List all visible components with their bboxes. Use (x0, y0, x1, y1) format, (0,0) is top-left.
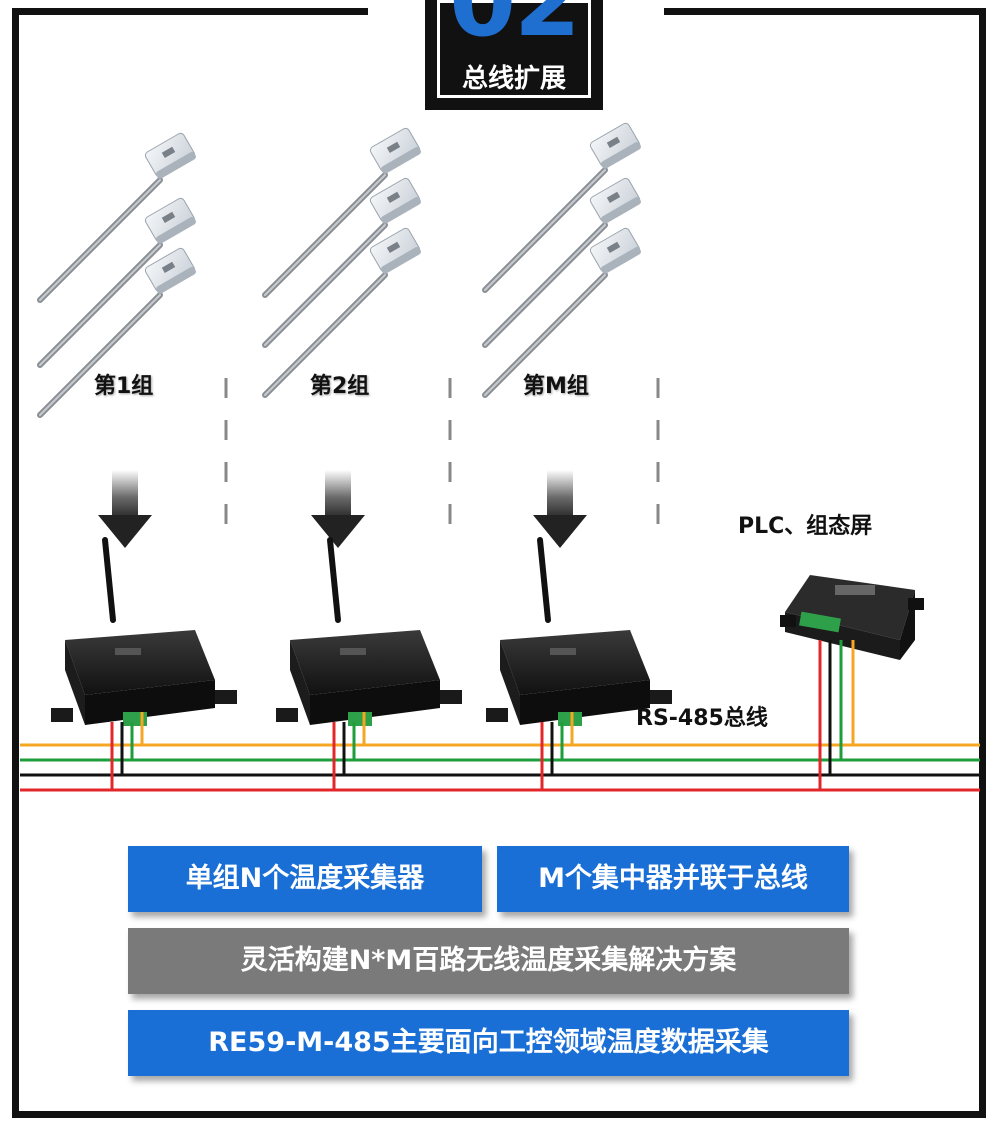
plc-drops (818, 640, 855, 790)
down-arrow-icon (98, 470, 152, 548)
plc-controller-device (780, 575, 924, 660)
caption-m-collectors: M个集中器并联于总线 (497, 846, 849, 912)
collector-2-drops (332, 712, 366, 790)
rs485-bus-label: RS-485总线 (636, 706, 768, 731)
frame-top-left (12, 8, 368, 15)
down-arrow-icon (533, 470, 587, 548)
group-2-label: 第2组 (310, 374, 370, 399)
down-arrow-icon (311, 470, 365, 548)
badge-number: 02 (449, 0, 581, 58)
frame-top-right (664, 8, 986, 15)
badge-inner-border (437, 0, 591, 98)
collector-device-3 (486, 540, 672, 726)
caption-solution: 灵活构建N*M百路无线温度采集解决方案 (128, 928, 849, 994)
frame-bottom (12, 1111, 986, 1118)
collector-device-1 (51, 540, 237, 726)
frame-right (979, 8, 986, 1118)
collector-1-drops (110, 712, 144, 790)
caption-product-focus: RE59-M-485主要面向工控领域温度数据采集 (128, 1010, 849, 1076)
caption-single-group: 单组N个温度采集器 (128, 846, 482, 912)
title-badge: 02 总线扩展 (425, 0, 603, 110)
group-1-label: 第1组 (94, 374, 154, 399)
badge-title: 总线扩展 (461, 64, 566, 94)
plc-label: PLC、组态屏 (738, 514, 873, 539)
frame-left (12, 8, 19, 1118)
collector-3-drops (540, 712, 574, 790)
collector-device-2 (276, 540, 462, 726)
group-m-label: 第M组 (523, 374, 589, 399)
